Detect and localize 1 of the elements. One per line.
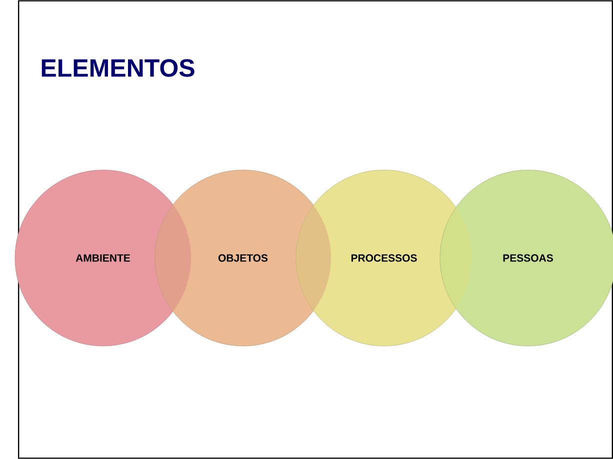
title: ELEMENTOS (42, 59, 194, 77)
